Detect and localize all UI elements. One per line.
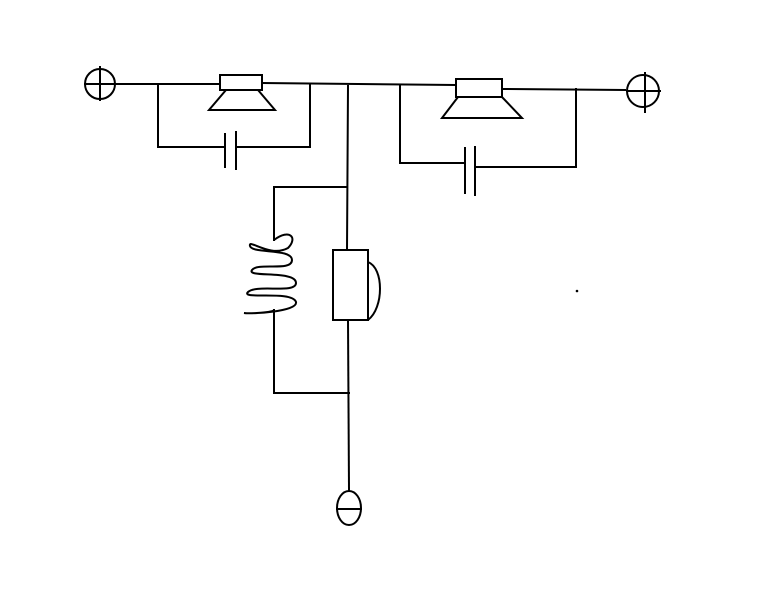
wire-right-cap-loop: [399, 85, 464, 164]
wire-top-mid: [260, 81, 457, 87]
wire-trunk-lower: [346, 318, 351, 492]
wire-inductor-branch-bottom: [273, 309, 350, 394]
wire-trunk-upper: [345, 84, 350, 252]
stray-dot: [575, 289, 579, 293]
plus-terminal-icon: [84, 66, 116, 101]
coil-icon: [243, 233, 298, 315]
wire-inductor-branch-top: [273, 186, 348, 241]
wire-left-cap-loop: [157, 83, 224, 148]
capacitor-icon: [464, 146, 476, 196]
speaker-icon: [206, 74, 278, 111]
capacitor-icon: [224, 131, 237, 170]
minus-terminal-icon: [336, 490, 362, 526]
wire-left-cap-loop-return: [237, 83, 311, 148]
wire-top-right: [500, 87, 627, 92]
speaker-icon: [439, 78, 525, 119]
speaker-side-icon: [332, 249, 381, 321]
wire-right-cap-loop-return: [476, 88, 577, 168]
wiring: [114, 81, 627, 492]
plus-terminal-icon: [626, 72, 661, 113]
